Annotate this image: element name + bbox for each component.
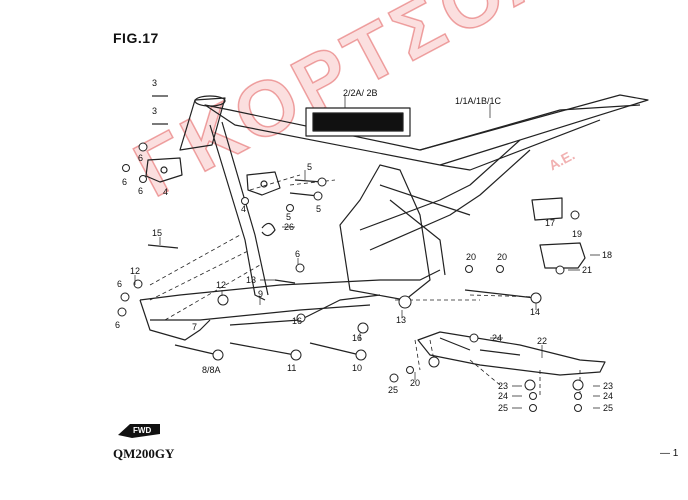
callout-2: 2/2A/ 2B <box>343 88 378 98</box>
bracket-4-mid <box>246 171 281 196</box>
frame-steering-head <box>179 97 226 151</box>
link-15 <box>147 244 179 249</box>
callout-22: 22 <box>537 336 548 346</box>
callout-11: 11 <box>287 363 297 373</box>
callout-6b: 6 <box>122 177 128 187</box>
callout-13b: 13 <box>396 315 407 325</box>
bolt-10 <box>309 342 361 356</box>
callout-24a: 24 <box>492 333 503 343</box>
callout-6a: 6 <box>138 153 144 163</box>
callout-6c: 6 <box>138 186 144 196</box>
bolt-14 <box>464 289 536 299</box>
callout-13a: 13 <box>246 275 257 285</box>
callout-24b: 24 <box>498 391 509 401</box>
bracket-18 <box>539 242 586 269</box>
fwd-arrow-icon: FWD <box>118 424 160 438</box>
callout-6d: 6 <box>117 279 123 289</box>
bracket-4-left <box>145 157 183 183</box>
callout-16b: 16 <box>352 333 363 343</box>
callout-6f: 6 <box>295 249 301 259</box>
callout-23b: 23 <box>603 381 614 391</box>
callout-18: 18 <box>602 250 613 260</box>
callout-20b: 20 <box>497 252 508 262</box>
callout-7: 7 <box>192 322 198 332</box>
callout-5c: 5 <box>316 204 322 214</box>
callout-25b: 25 <box>498 403 509 413</box>
callout-16a: 16 <box>292 316 303 326</box>
callout-20c: 20 <box>410 378 421 388</box>
callout-1: 1/1A/1B/1C <box>455 96 502 106</box>
fwd-label: FWD <box>133 426 151 435</box>
callout-3a: 3 <box>152 78 158 88</box>
bolt-8 <box>174 344 219 356</box>
frame-subframe-rail <box>419 104 641 171</box>
callout-8: 8/8A <box>202 365 221 375</box>
callout-17: 17 <box>545 218 556 228</box>
callout-12a: 12 <box>130 266 141 276</box>
bolt-13 <box>274 279 296 284</box>
callout-5b: 5 <box>286 212 292 222</box>
callout-9: 9 <box>258 289 264 299</box>
bolt-5 <box>289 179 323 197</box>
callout-25a: 25 <box>388 385 399 395</box>
callout-3b: 3 <box>152 106 158 116</box>
callout-20a: 20 <box>466 252 477 262</box>
callout-4a: 4 <box>163 187 169 197</box>
callout-24c: 24 <box>603 391 614 401</box>
callout-14: 14 <box>530 307 541 317</box>
frame-top-tube <box>204 94 649 166</box>
frame-down-tube <box>209 121 269 301</box>
frame-cradle <box>139 269 441 321</box>
callout-10: 10 <box>352 363 363 373</box>
callout-23a: 23 <box>498 381 509 391</box>
figure-title: FIG.17 <box>113 30 159 46</box>
guard-17 <box>531 197 563 221</box>
callout-4b: 4 <box>241 204 247 214</box>
callout-19: 19 <box>572 229 583 239</box>
callout-15: 15 <box>152 228 163 238</box>
callout-25c: 25 <box>603 403 614 413</box>
callout-12b: 12 <box>216 280 227 290</box>
callout-21: 21 <box>582 265 593 275</box>
callout-5a: 5 <box>307 162 313 172</box>
frame-center-tubes <box>339 164 431 301</box>
page-mark: — 1 <box>660 448 679 459</box>
skid-plate-22 <box>417 331 606 376</box>
callout-6e: 6 <box>115 320 121 330</box>
hook-26 <box>261 222 276 237</box>
model-name: QM200GY <box>113 446 175 461</box>
bolt-11 <box>229 342 296 356</box>
callout-26: 26 <box>284 222 295 232</box>
